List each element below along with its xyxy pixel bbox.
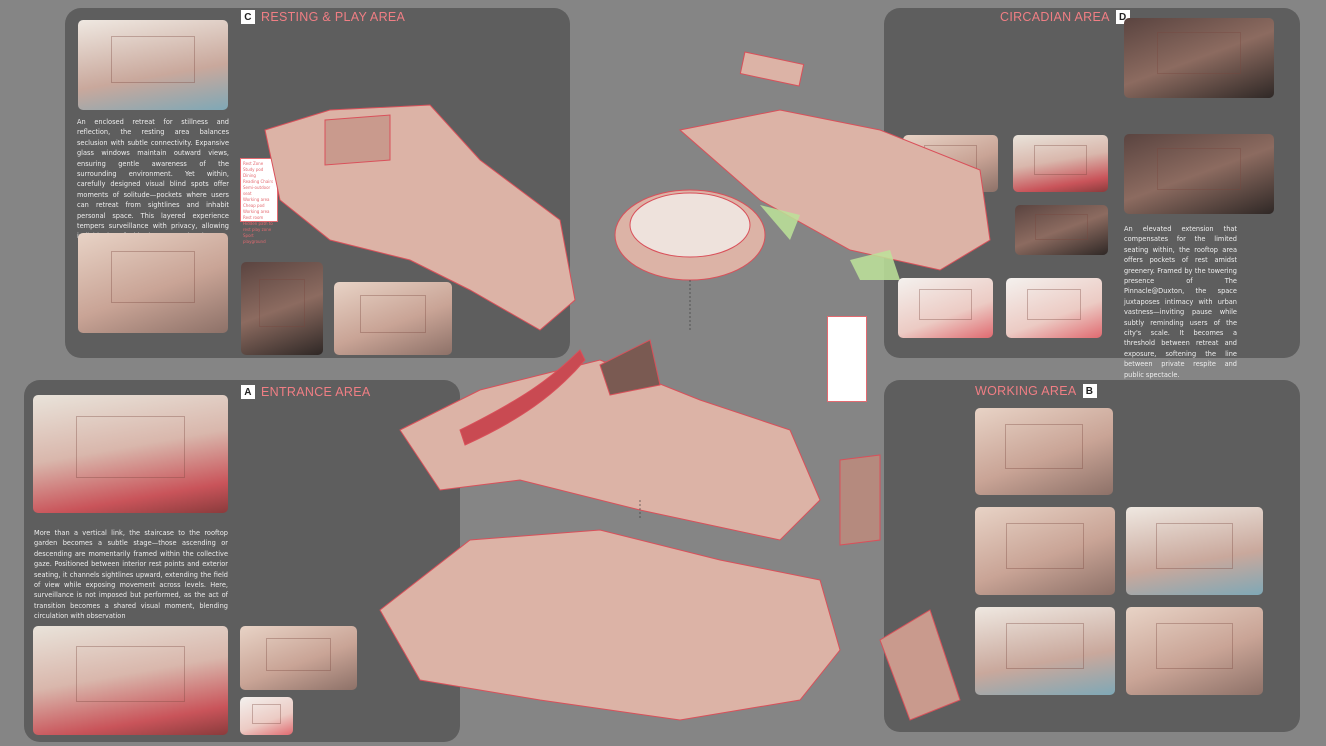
legend-item: Reading Chairs — [243, 179, 274, 184]
circadian-render — [1015, 205, 1108, 255]
working-render — [975, 507, 1115, 595]
circadian-render — [898, 278, 993, 338]
legend-item: Dining — [243, 173, 256, 178]
resting-render — [78, 20, 228, 110]
section-title: WORKING AREA — [975, 384, 1077, 398]
resting-title: C RESTING & PLAY AREA — [241, 10, 405, 24]
working-render — [1126, 607, 1263, 695]
entrance-title: A ENTRANCE AREA — [241, 385, 370, 399]
legend-item: Semi-outdoor seat — [243, 185, 271, 196]
circadian-render — [1124, 134, 1274, 214]
legend: Rest Zone Study pod Dining Reading Chair… — [240, 158, 278, 244]
entrance-description: More than a vertical link, the staircase… — [34, 529, 228, 621]
resting-render — [78, 233, 228, 333]
section-title: ENTRANCE AREA — [261, 385, 371, 399]
circadian-render — [1006, 278, 1102, 338]
resting-render — [241, 262, 323, 355]
legend-item: Cheap pod — [243, 203, 265, 208]
section-badge: C — [241, 10, 255, 24]
legend-item: Working area — [243, 197, 270, 202]
legend-item: Hidden path to rest play zone — [243, 221, 273, 232]
entrance-render — [240, 697, 293, 735]
resting-wall — [324, 114, 391, 166]
center-legend — [827, 316, 867, 402]
section-badge: B — [1082, 384, 1097, 398]
legend-item: Study pod — [243, 167, 264, 172]
working-render — [975, 607, 1115, 695]
working-render — [975, 408, 1113, 495]
circadian-render — [1013, 135, 1108, 192]
legend-item: Rest Zone — [243, 161, 264, 166]
working-title: WORKING AREA B — [975, 384, 1097, 398]
legend-item: Rest room — [243, 215, 264, 220]
entrance-render — [240, 626, 357, 690]
entrance-render — [33, 395, 228, 513]
staircase — [459, 349, 586, 446]
resting-render — [334, 282, 452, 355]
working-render — [1126, 507, 1263, 595]
section-title: RESTING & PLAY AREA — [261, 10, 406, 24]
legend-item: Sport playground — [243, 233, 266, 244]
legend-item: Working area — [243, 209, 270, 214]
circadian-render — [1124, 18, 1274, 98]
entrance-render — [33, 626, 228, 735]
section-title: CIRCADIAN AREA — [1000, 10, 1110, 24]
resting-floor-plan — [264, 104, 576, 331]
section-badge: A — [241, 385, 255, 399]
working-floor — [379, 529, 841, 721]
circadian-description: An elevated extension that compensates f… — [1124, 225, 1237, 379]
